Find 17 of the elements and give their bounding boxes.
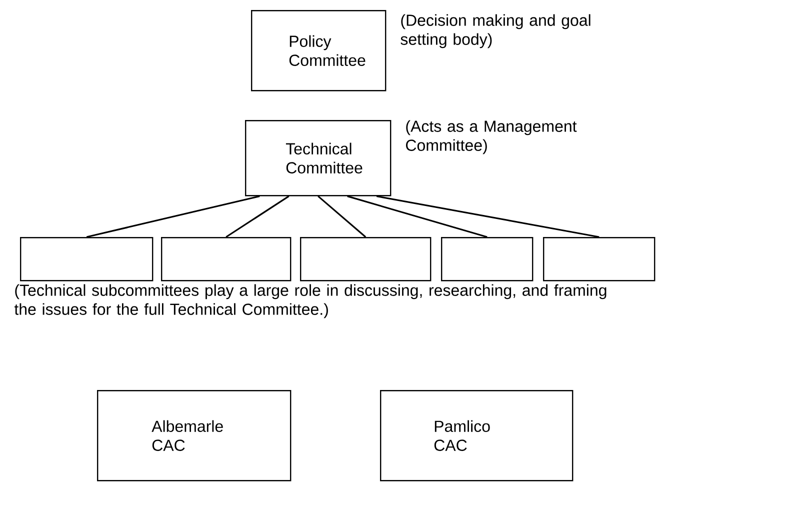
subcommittee-box (161, 237, 292, 282)
subcommittee-box (543, 237, 656, 282)
connector-line (347, 195, 488, 238)
connector-line (376, 195, 600, 238)
connector-line (226, 196, 290, 238)
committee-box: Policy Committee (251, 10, 386, 92)
subcommittee-box (300, 237, 432, 282)
subcommittee-box (441, 237, 534, 282)
note-text: (Technical subcommittees play a large role in discussing, researching, and framing the issues for the full Technical Committee.) (14, 284, 606, 318)
committee-box: Pamlico CAC (380, 390, 574, 482)
connector-line (318, 196, 366, 238)
committee-box: Technical Committee (245, 120, 392, 196)
committee-box: Albemarle CAC (97, 390, 292, 482)
beside-note: (Acts as a Management Committee) (406, 120, 577, 154)
connector-line (86, 195, 260, 238)
beside-note: (Decision making and goal setting body) (400, 14, 590, 48)
subcommittee-box (20, 237, 154, 282)
